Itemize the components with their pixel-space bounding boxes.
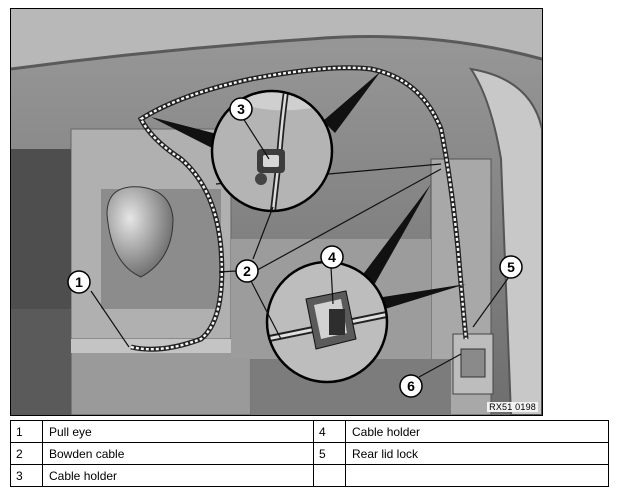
svg-text:2: 2 xyxy=(243,263,251,279)
diagram-photo: 1 2 3 4 5 6 RX51 0198 xyxy=(10,8,543,416)
legend-number: 2 xyxy=(10,442,43,465)
svg-text:3: 3 xyxy=(237,101,245,117)
legend-label: Bowden cable xyxy=(42,442,314,465)
legend-label: Cable holder xyxy=(42,464,314,487)
leader-2-b xyxy=(250,280,282,340)
legend-table: 1 Pull eye 4 Cable holder 2 Bowden cable… xyxy=(10,420,609,487)
floor-box-top xyxy=(61,339,261,353)
leader-5 xyxy=(472,276,510,328)
callout-1: 1 xyxy=(67,270,91,294)
legend-label: Rear lid lock xyxy=(345,442,609,465)
leader-6 xyxy=(418,353,462,378)
legend-number: 3 xyxy=(10,464,43,487)
legend-label: Pull eye xyxy=(42,420,314,443)
detail-pointer-3-left xyxy=(151,117,217,149)
lock-plate xyxy=(460,348,486,378)
legend-number xyxy=(313,464,346,487)
bowden-cable-run-highlight xyxy=(130,66,468,351)
leader-1 xyxy=(90,290,130,348)
svg-text:6: 6 xyxy=(407,378,415,394)
window-frame-right xyxy=(468,67,542,415)
leader-3 xyxy=(240,114,270,160)
detail-line-2-b xyxy=(240,168,442,280)
leader-2-a xyxy=(218,270,237,273)
svg-text:4: 4 xyxy=(328,249,336,265)
detail-magnifier-4 xyxy=(265,260,389,384)
legend-label xyxy=(345,464,609,487)
legend-label: Cable holder xyxy=(345,420,609,443)
detail-pointer-4-top xyxy=(361,184,431,287)
callout-6: 6 xyxy=(399,374,423,398)
detail-pointer-3-right xyxy=(323,71,381,133)
callout-3: 3 xyxy=(229,97,253,121)
dome-lamp xyxy=(106,186,174,278)
legend-row: 3 Cable holder xyxy=(10,464,609,487)
legend-number: 4 xyxy=(313,420,346,443)
leader-4 xyxy=(330,266,334,305)
figure-code: RX51 0198 xyxy=(487,402,538,412)
callout-2: 2 xyxy=(235,259,259,283)
legend-row: 1 Pull eye 4 Cable holder xyxy=(10,420,609,443)
legend-number: 1 xyxy=(10,420,43,443)
detail-pointer-4-right xyxy=(383,284,466,309)
floor-box xyxy=(70,348,252,415)
callout-4: 4 xyxy=(320,245,344,269)
legend-row: 2 Bowden cable 5 Rear lid lock xyxy=(10,442,609,465)
callout-5: 5 xyxy=(499,255,523,279)
svg-text:1: 1 xyxy=(75,274,83,290)
left-dark-area xyxy=(11,149,71,309)
svg-text:5: 5 xyxy=(507,259,515,275)
roof-panel xyxy=(11,9,542,69)
lower-dark-area xyxy=(11,309,71,415)
legend-number: 5 xyxy=(313,442,346,465)
leader-2-c xyxy=(252,206,274,260)
roof-edge xyxy=(11,35,542,71)
